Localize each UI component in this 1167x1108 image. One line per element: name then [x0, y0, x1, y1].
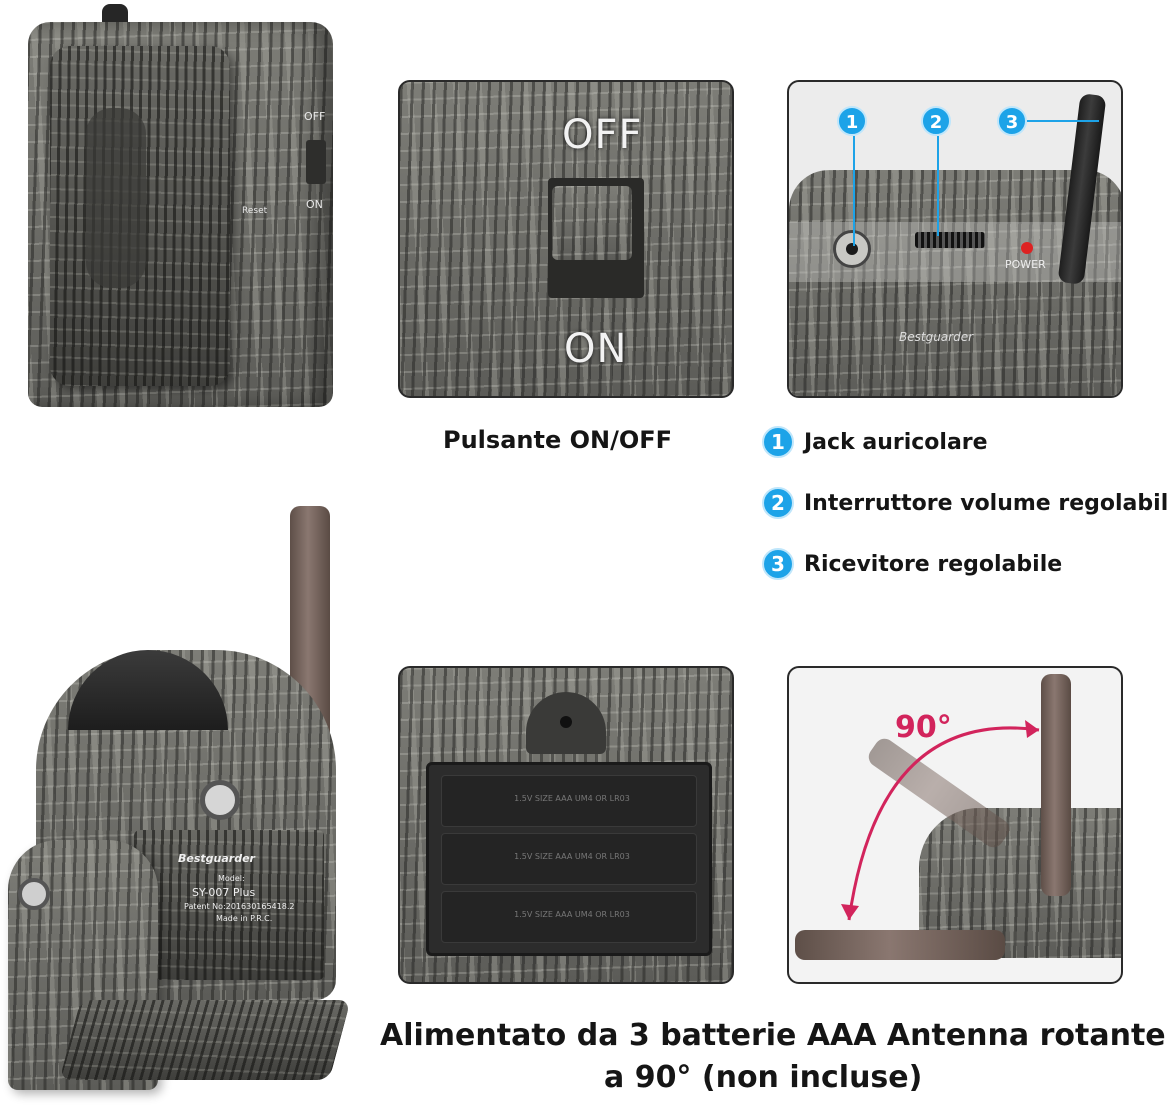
legend-number-1: 1	[762, 426, 794, 458]
plate-patent: Patent No:201630165418.2	[184, 902, 295, 911]
switch-closeup-panel: OFF ON	[398, 80, 734, 398]
battery-slot-3-label: 1.5V SIZE AAA UM4 OR LR03	[514, 910, 630, 919]
side-switch-on-label: ON	[306, 198, 323, 211]
marker-2: 2	[921, 106, 951, 136]
clip-slot	[86, 108, 146, 288]
marker-2-line	[937, 136, 939, 236]
legend-number-2: 2	[762, 487, 794, 519]
plate-model-label: Model:	[218, 874, 245, 883]
antenna-horizontal	[795, 930, 1005, 960]
switch-off-label: OFF	[562, 112, 643, 158]
battery-slot-1-label: 1.5V SIZE AAA UM4 OR LR03	[514, 794, 630, 803]
plate-brand: Bestguarder	[178, 852, 255, 865]
switch-knob	[552, 186, 632, 260]
battery-compartment: 1.5V SIZE AAA UM4 OR LR03 1.5V SIZE AAA …	[426, 762, 712, 956]
legend-item-1: 1 Jack auricolare	[762, 426, 988, 458]
switch-on-label: ON	[564, 326, 628, 372]
side-switch	[306, 140, 326, 184]
battery-slot-1: 1.5V SIZE AAA UM4 OR LR03	[441, 775, 697, 827]
battery-door-latch	[526, 692, 606, 754]
battery-slot-2-label: 1.5V SIZE AAA UM4 OR LR03	[514, 852, 630, 861]
power-led-icon	[1021, 242, 1033, 254]
volume-wheel	[915, 232, 985, 248]
antenna-rotation-panel: 90°	[787, 666, 1123, 984]
switch-slot	[548, 178, 644, 298]
battery-slot-2: 1.5V SIZE AAA UM4 OR LR03	[441, 833, 697, 885]
switch-caption: Pulsante ON/OFF	[443, 426, 673, 454]
marker-3: 3	[997, 106, 1027, 136]
top-device-image: OFF ON Reset	[20, 0, 340, 420]
brand-label: Bestguarder	[899, 330, 974, 344]
battery-slot-3: 1.5V SIZE AAA UM4 OR LR03	[441, 891, 697, 943]
stand-screw	[18, 878, 50, 910]
bottom-device-image: Bestguarder Model: SY-007 Plus Patent No…	[0, 500, 360, 1100]
reset-label: Reset	[242, 206, 268, 216]
label-plate: Bestguarder Model: SY-007 Plus Patent No…	[134, 830, 324, 980]
earphone-jack-icon	[833, 230, 871, 268]
legend-number-3: 3	[762, 548, 794, 580]
controls-closeup-panel: POWER Bestguarder 1 2 3	[787, 80, 1123, 398]
plate-model: SY-007 Plus	[192, 886, 256, 899]
stand-base	[59, 1000, 351, 1080]
mount-screw	[200, 780, 240, 820]
battery-closeup-panel: 1.5V SIZE AAA UM4 OR LR03 1.5V SIZE AAA …	[398, 666, 734, 984]
legend-item-2: 2 Interruttore volume regolabile	[762, 487, 1167, 519]
legend-label-3: Ricevitore regolabile	[804, 551, 1063, 577]
marker-1-line	[853, 136, 855, 246]
bottom-caption-line1: Alimentato da 3 batterie AAA Antenna rot…	[380, 1018, 1166, 1053]
marker-3-line	[1027, 120, 1099, 122]
legend-label-1: Jack auricolare	[804, 429, 988, 455]
antenna-vertical	[1041, 674, 1071, 896]
marker-1: 1	[837, 106, 867, 136]
rotation-arrow	[841, 720, 1040, 921]
legend-label-2: Interruttore volume regolabile	[804, 490, 1167, 516]
angle-label: 90°	[895, 710, 952, 745]
side-switch-off-label: OFF	[304, 110, 326, 123]
power-label: POWER	[1005, 258, 1046, 271]
legend-item-3: 3 Ricevitore regolabile	[762, 548, 1062, 580]
plate-made-in: Made in P.R.C.	[216, 914, 273, 923]
bottom-caption-line2: a 90° (non incluse)	[604, 1060, 923, 1095]
